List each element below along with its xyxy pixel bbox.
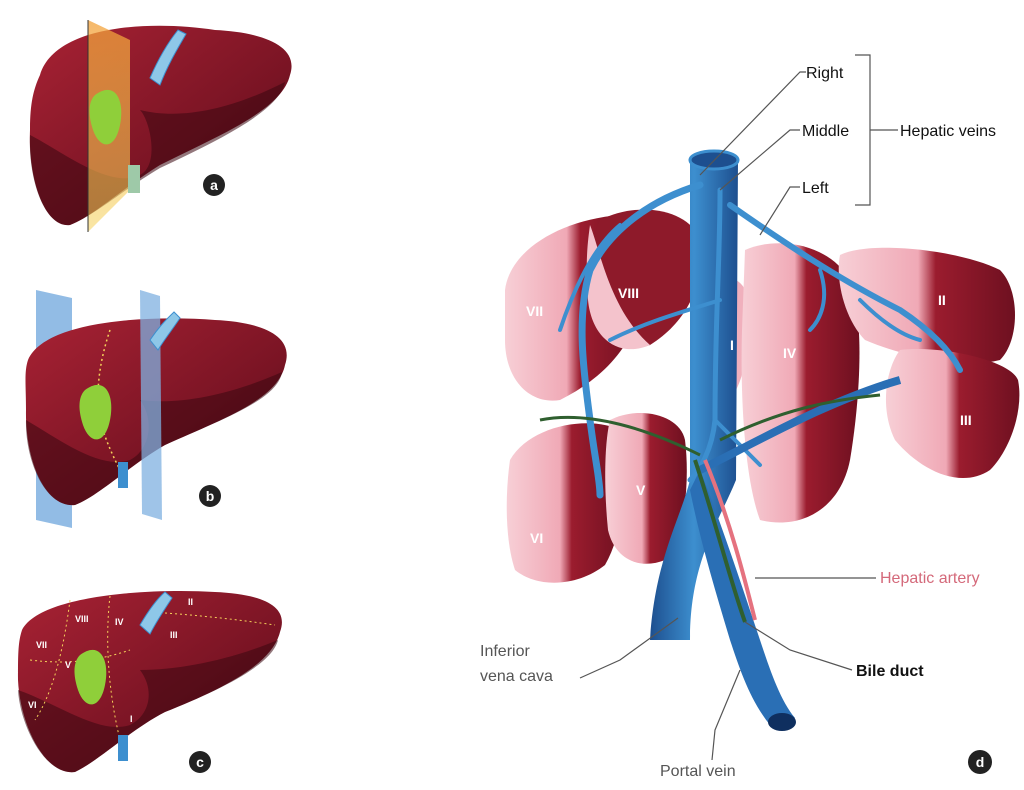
segment-label-v: V: [65, 660, 71, 670]
segment-iii: [886, 349, 1019, 478]
label-inferior-vena-cava-1: Inferior: [480, 643, 530, 660]
portal-stem: [118, 462, 128, 488]
portal-stem: [118, 735, 128, 761]
badge-d-text: d: [976, 754, 985, 770]
panel-c: II III IV V VI VII VIII I c: [18, 591, 282, 773]
segment-label-ii: II: [938, 292, 946, 308]
label-right-hepatic-vein: Right: [806, 65, 844, 82]
segment-label-vi: VI: [530, 530, 543, 546]
segment-label-iii: III: [170, 630, 178, 640]
label-hepatic-artery: Hepatic artery: [880, 570, 980, 587]
panel-b: b: [26, 290, 287, 528]
segment-label-vi: VI: [28, 700, 37, 710]
label-left-hepatic-vein: Left: [802, 180, 829, 197]
label-middle-hepatic-vein: Middle: [802, 123, 849, 140]
label-bile-duct: Bile duct: [856, 663, 924, 680]
segment-label-viii: VIII: [618, 285, 639, 301]
badge-c-text: c: [196, 754, 204, 770]
label-portal-vein: Portal vein: [660, 763, 736, 780]
segment-label-i: I: [130, 714, 133, 724]
panel-d: VII VIII I IV II III V VI Right Middle L…: [480, 55, 1019, 780]
portal-vein-end: [768, 713, 796, 731]
segment-label-vii: VII: [526, 303, 543, 319]
segment-label-i: I: [730, 337, 734, 353]
segment-label-iv: IV: [783, 345, 797, 361]
segment-label-iii: III: [960, 412, 972, 428]
segment-label-viii: VIII: [75, 614, 89, 624]
portal-stem: [128, 165, 140, 193]
panel-a: a: [30, 20, 292, 232]
badge-b-text: b: [206, 488, 215, 504]
segment-label-ii: II: [188, 597, 193, 607]
segment-label-vii: VII: [36, 640, 47, 650]
label-inferior-vena-cava-2: vena cava: [480, 668, 553, 685]
plane-right: [140, 290, 162, 520]
label-hepatic-veins: Hepatic veins: [900, 123, 996, 140]
badge-a-text: a: [210, 177, 218, 193]
segment-label-iv: IV: [115, 617, 124, 627]
segment-label-v: V: [636, 482, 646, 498]
